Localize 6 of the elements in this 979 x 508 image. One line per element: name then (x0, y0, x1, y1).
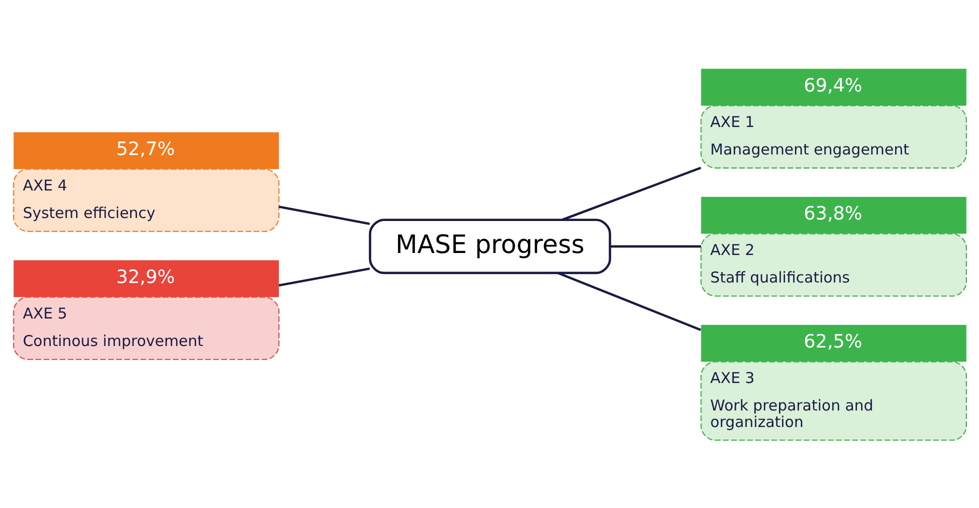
connector (556, 271, 701, 331)
connector (278, 205, 370, 225)
connector (561, 166, 701, 220)
connector (610, 244, 700, 248)
connector (278, 266, 370, 286)
node-box: MASE progress (368, 218, 611, 274)
